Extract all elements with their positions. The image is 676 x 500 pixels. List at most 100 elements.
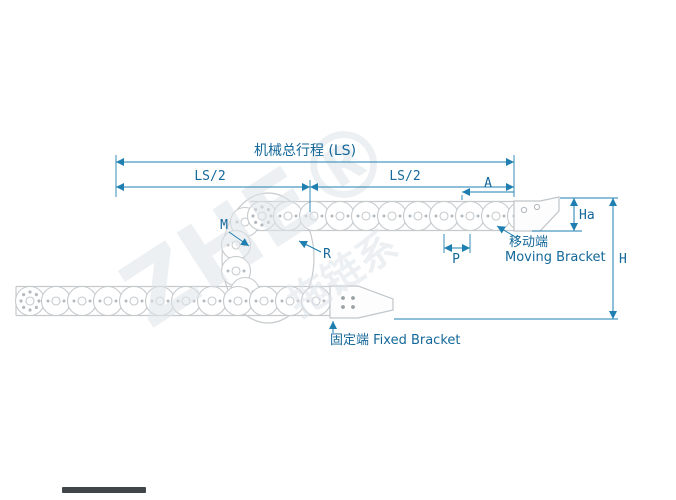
chain-link-dot <box>176 299 180 303</box>
chain-link-dot <box>294 214 298 218</box>
dim-h: H <box>609 198 627 319</box>
chain-link-bearing-dot <box>37 299 41 303</box>
chain-link-pin <box>233 296 243 306</box>
chain-link-dot <box>330 214 334 218</box>
chain-link-bearing-dot <box>260 223 264 227</box>
chain-link-bearing-dot <box>34 293 38 297</box>
label-moving-bracket-en: Moving Bracket <box>505 250 606 265</box>
chain-link-pin <box>283 211 293 221</box>
label-moving-bracket-cn: 移动端 <box>509 235 548 250</box>
chain-link-dot <box>98 299 102 303</box>
dim-ha: Ha <box>570 198 595 231</box>
dimension-layer: 机械总行程 (LS) LS/2 LS/2 A M R P <box>115 143 627 348</box>
dim-label-ls-half-left: LS/2 <box>194 169 225 184</box>
chain-link-pin <box>155 296 165 306</box>
chain-link-bearing-dot <box>34 305 38 309</box>
chain-link-dot <box>192 299 196 303</box>
chain-link-dot <box>235 220 239 224</box>
chain-link-dot <box>226 269 230 273</box>
dim-label-p: P <box>452 252 460 267</box>
dim-ls-half-right: LS/2 <box>310 169 514 191</box>
chain-link-dot <box>320 214 324 218</box>
bottom-bar <box>62 487 146 493</box>
dim-r: R <box>298 240 331 262</box>
chain-link-dot <box>476 214 480 218</box>
chain-link-bearing-dot <box>19 299 23 303</box>
chain-link-pin <box>257 211 267 221</box>
chain-link-bearing-dot <box>28 290 32 294</box>
chain-link-dot <box>346 214 350 218</box>
chain-link-pin <box>491 211 501 221</box>
chain-link-pin <box>311 296 321 306</box>
chain-link-pin <box>285 296 295 306</box>
chain-link-dot <box>356 214 360 218</box>
chain-link-dot <box>408 214 412 218</box>
moving-bracket-plate <box>513 196 560 232</box>
leader-line-moving-bracket <box>496 225 518 239</box>
chain-link-pin <box>181 296 191 306</box>
chain-link-pin <box>103 296 113 306</box>
dim-label-total-travel: 机械总行程 (LS) <box>254 143 356 159</box>
chain-link-bearing-dot <box>254 208 258 212</box>
chain-link-bearing-dot <box>22 305 26 309</box>
chain-link-bearing-dot <box>28 308 32 312</box>
chain-link-dot <box>398 214 402 218</box>
chain-link-dot <box>226 243 230 247</box>
chain-link-pin <box>361 211 371 221</box>
chain-link-dot <box>296 299 300 303</box>
bracket-hole <box>341 296 345 300</box>
chain-link-pin <box>465 211 475 221</box>
dim-label-a: A <box>484 176 492 191</box>
chain-link-dot <box>202 299 206 303</box>
chain-link-pin <box>387 211 397 221</box>
chain-link-pin <box>51 296 61 306</box>
chain-link-bearing-dot <box>251 214 255 218</box>
chain-link-dot <box>140 299 144 303</box>
chain-link-dot <box>228 299 232 303</box>
chain-link-pin <box>259 296 269 306</box>
chain-link-dot <box>424 214 428 218</box>
bracket-hole <box>520 206 528 214</box>
chain-link-dot <box>280 299 284 303</box>
dim-label-m: M <box>220 218 228 233</box>
chain-link-dot <box>278 214 282 218</box>
chain-link-pin <box>231 266 241 276</box>
chain-link-dot <box>502 214 506 218</box>
chain-link-dot <box>124 299 128 303</box>
chain-link-dot <box>88 299 92 303</box>
chain-link-dot <box>166 299 170 303</box>
label-fixed-bracket: 固定端 Fixed Bracket <box>330 333 461 348</box>
chain-link-dot <box>254 299 258 303</box>
chain-link-pin <box>129 296 139 306</box>
moving-bracket <box>513 196 560 232</box>
chain-link-dot <box>306 299 310 303</box>
chain-link-dot <box>244 299 248 303</box>
leader-line-r <box>298 240 322 253</box>
chain-link-pin <box>25 296 35 306</box>
chain-links <box>14 200 538 317</box>
chain-link-bearing-dot <box>254 220 258 224</box>
dim-label-ha: Ha <box>579 208 595 223</box>
chain-link-dot <box>304 214 308 218</box>
bracket-hole <box>341 305 345 309</box>
callout-fixed-bracket: 固定端 Fixed Bracket <box>329 321 461 348</box>
chain-link-dot <box>372 214 376 218</box>
chain-link-dot <box>218 299 222 303</box>
chain-link-pin <box>413 211 423 221</box>
chain-link-pin <box>335 211 345 221</box>
chain-link-dot <box>72 299 76 303</box>
chain-link-pin <box>309 211 319 221</box>
chain-link-dot <box>114 299 118 303</box>
dim-p: P <box>444 244 470 267</box>
dim-label-h: H <box>619 252 627 267</box>
chain-link-dot <box>382 214 386 218</box>
chain-link-pin <box>77 296 87 306</box>
chain-link-dot <box>62 299 66 303</box>
fixed-bracket-plate <box>329 285 394 319</box>
chain-link-dot <box>242 269 246 273</box>
chain-link-pin <box>231 240 241 250</box>
chain-link-dot <box>150 299 154 303</box>
chain-link-dot <box>434 214 438 218</box>
bracket-hole <box>351 305 355 309</box>
